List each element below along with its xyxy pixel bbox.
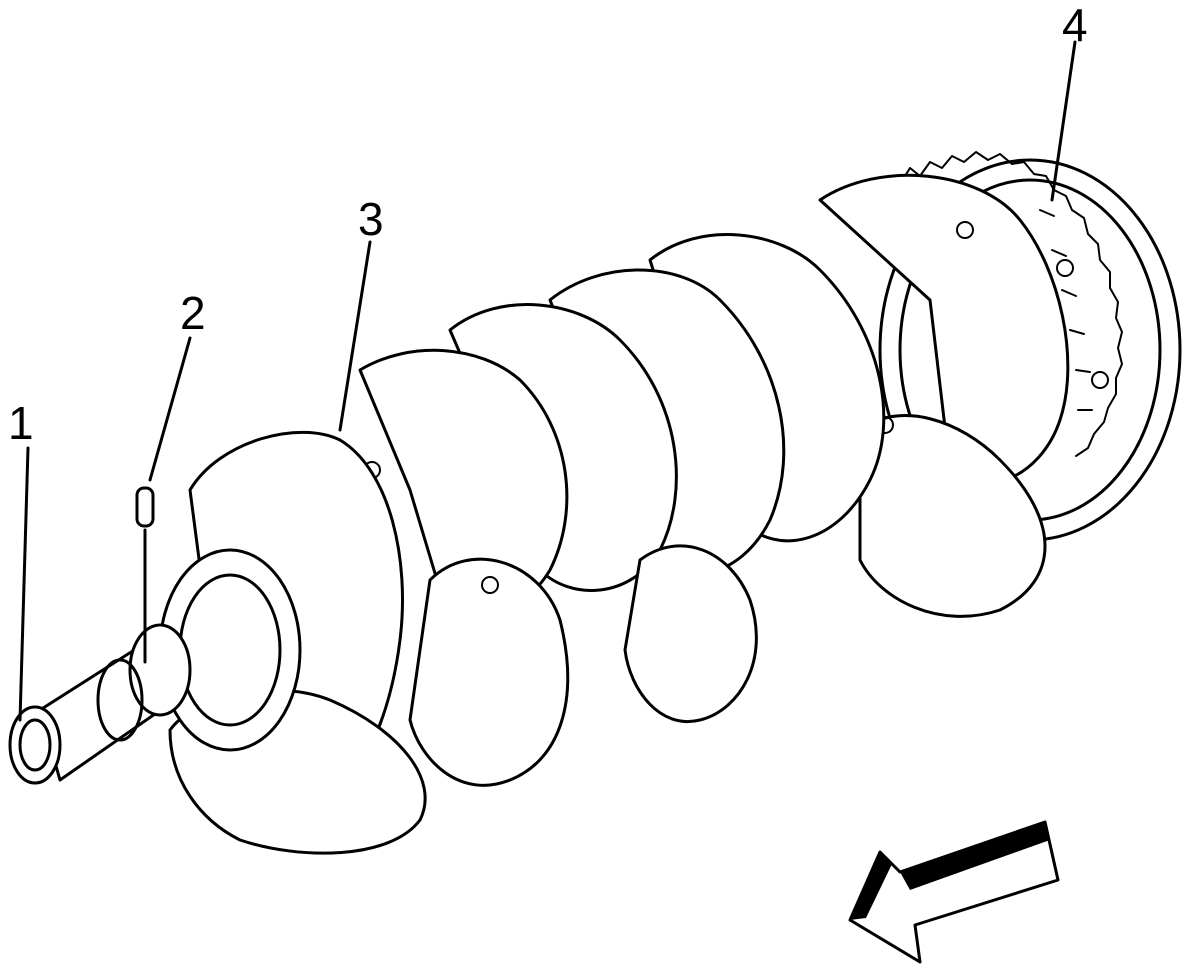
- leader-lines: [18, 40, 1077, 722]
- callout-3: 3: [358, 193, 384, 245]
- crankshaft-snout: [8, 548, 302, 785]
- dowel-pin: [135, 486, 155, 528]
- rear-counterweights: [818, 173, 1070, 618]
- leader-line-2-upper: [148, 336, 192, 482]
- callout-4: 4: [1062, 0, 1088, 51]
- direction-arrow-icon: [848, 820, 1060, 964]
- leader-line-4: [1050, 40, 1077, 202]
- leader-line-3: [338, 240, 372, 432]
- leader-line-1: [18, 446, 30, 722]
- callout-1: 1: [8, 397, 34, 449]
- center-counterweights: [358, 233, 886, 787]
- callout-2: 2: [180, 287, 206, 339]
